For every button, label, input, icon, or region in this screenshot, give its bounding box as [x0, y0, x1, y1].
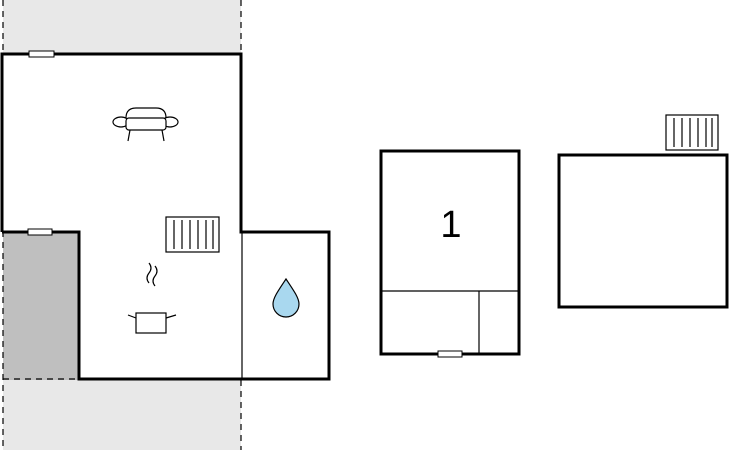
building-1-door — [437, 350, 463, 358]
radiator-icon — [665, 114, 719, 151]
room-number-label: 1 — [440, 204, 461, 246]
covered-area — [3, 232, 79, 380]
window-top — [28, 50, 55, 58]
sofa-icon — [112, 107, 179, 142]
window-left — [27, 228, 53, 236]
main-unit-walls — [0, 52, 331, 381]
radiator-icon — [165, 216, 220, 253]
building-1-walls — [379, 149, 521, 356]
right-building-walls — [557, 153, 729, 309]
water-drop-icon — [272, 277, 300, 318]
cooking-pot-icon — [127, 262, 177, 334]
